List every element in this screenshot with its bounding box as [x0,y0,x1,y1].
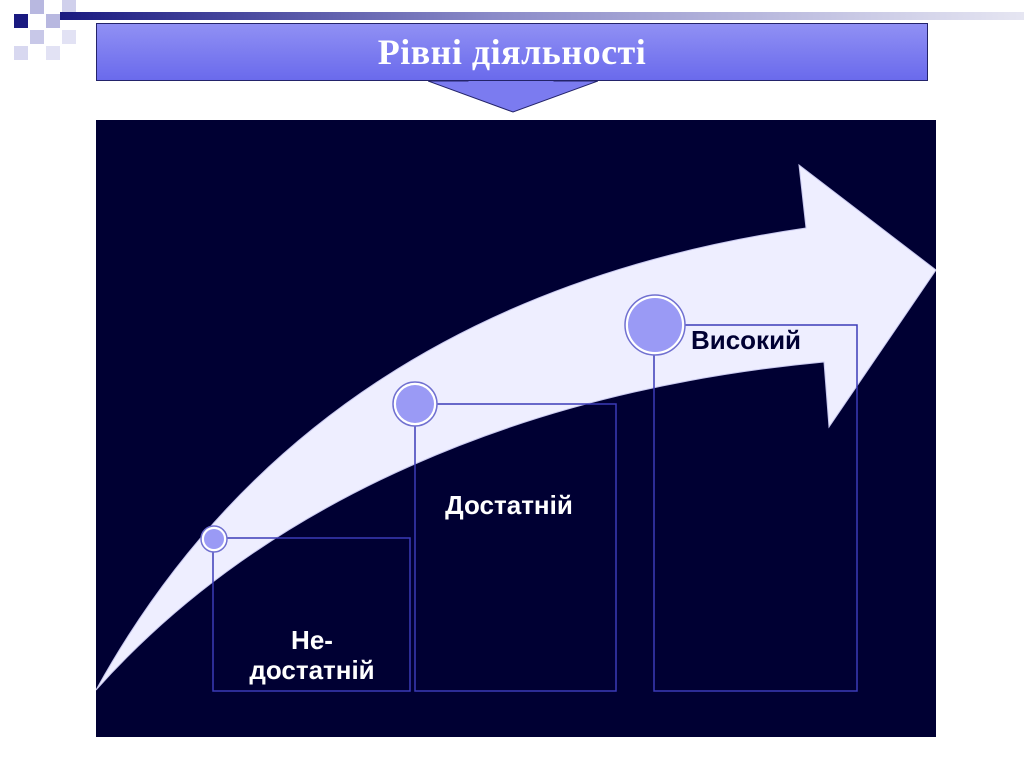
level-box-2 [414,403,617,692]
growth-arrow-shape [96,163,936,691]
corner-checker-decoration [14,0,76,60]
level-label-high: Високий [690,325,802,355]
levels-diagram: Не- достатній Достатній Високий [96,120,936,737]
level-node-1 [200,525,228,553]
level-label-sufficient: Достатній [445,490,573,520]
level-node-3 [624,294,686,356]
diagram-canvas [96,163,936,692]
down-arrow-icon [428,81,598,113]
header-rule [60,12,1024,20]
level-label-insufficient: Не- достатній [249,625,375,685]
level-box-1 [212,537,411,692]
title-banner: Рівні діяльності [96,23,928,81]
level-box-3 [653,324,858,692]
level-node-2 [392,381,438,427]
slide-title: Рівні діяльності [377,32,647,72]
